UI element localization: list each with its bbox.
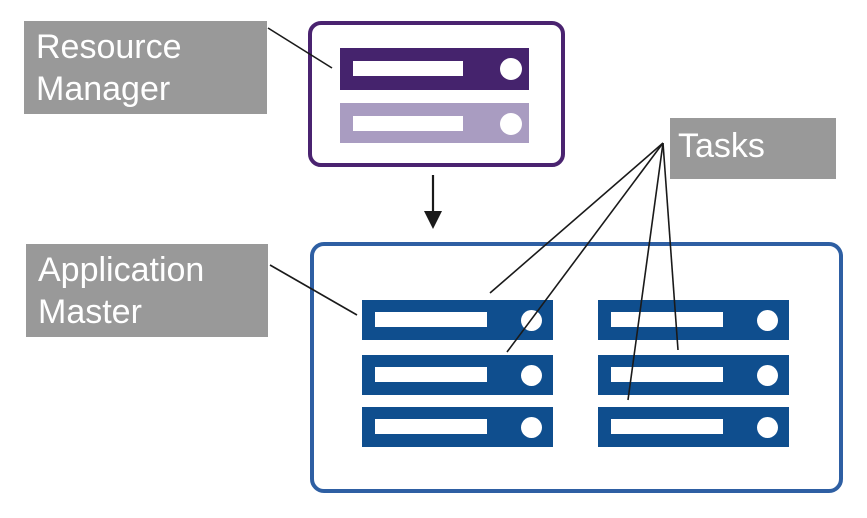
rm-server-bar-primary <box>340 48 529 90</box>
server-power-led <box>757 310 778 331</box>
application-master-label: Application Master <box>26 244 268 337</box>
worker-server-bar-6 <box>598 407 789 447</box>
server-vent-slot <box>611 312 723 327</box>
server-vent-slot <box>611 419 723 434</box>
server-power-led <box>500 113 522 135</box>
server-power-led <box>500 58 522 80</box>
worker-server-bar-2 <box>362 355 553 395</box>
worker-server-bar-4 <box>598 300 789 340</box>
resource-manager-node <box>308 21 565 167</box>
server-vent-slot <box>353 61 463 76</box>
worker-server-bar-1 <box>362 300 553 340</box>
server-vent-slot <box>375 367 487 382</box>
server-power-led <box>521 310 542 331</box>
server-vent-slot <box>375 312 487 327</box>
server-power-led <box>757 365 778 386</box>
worker-server-bar-5 <box>598 355 789 395</box>
tasks-label: Tasks <box>670 118 836 179</box>
server-power-led <box>521 417 542 438</box>
server-vent-slot <box>611 367 723 382</box>
server-vent-slot <box>353 116 463 131</box>
flow-arrow-head <box>424 211 442 229</box>
server-vent-slot <box>375 419 487 434</box>
resource-manager-label: Resource Manager <box>24 21 267 114</box>
server-power-led <box>757 417 778 438</box>
rm-server-bar-secondary <box>340 103 529 143</box>
application-master-node <box>310 242 843 493</box>
worker-server-bar-3 <box>362 407 553 447</box>
server-power-led <box>521 365 542 386</box>
